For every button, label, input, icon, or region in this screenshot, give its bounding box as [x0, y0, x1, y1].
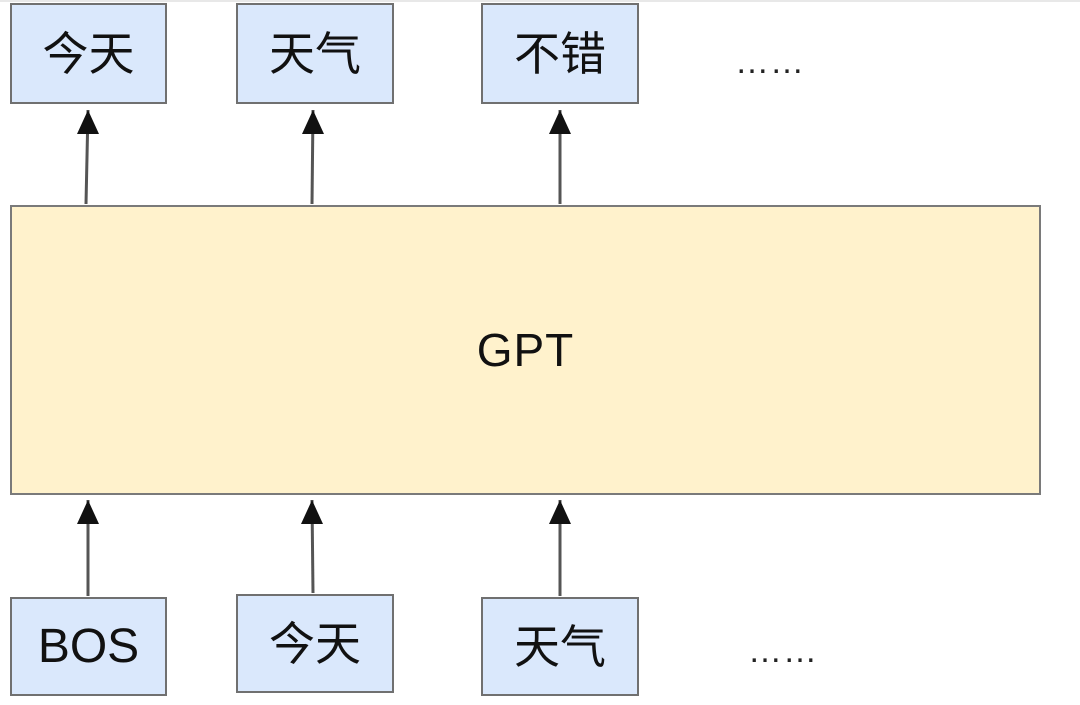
arrowhead-input-3 [549, 500, 571, 524]
output-token-2-label: 天气 [269, 26, 361, 81]
output-token-1: 今天 [10, 3, 167, 104]
output-token-3-label: 不错 [514, 26, 606, 81]
output-token-3: 不错 [481, 3, 639, 104]
input-continuation-ellipsis: …… [748, 632, 818, 670]
arrowhead-input-2 [301, 500, 323, 524]
gpt-model-block: GPT [10, 205, 1041, 495]
output-token-1-label: 今天 [42, 26, 135, 81]
input-token-3: 天气 [481, 597, 639, 696]
arrowhead-output-3 [549, 110, 571, 134]
output-continuation-ellipsis: …… [735, 43, 805, 81]
input-token-3-label: 天气 [514, 619, 606, 674]
output-token-2: 天气 [236, 3, 394, 104]
input-token-2-label: 今天 [269, 616, 361, 671]
arrowhead-output-2 [302, 110, 324, 134]
input-token-1: BOS [10, 597, 167, 696]
input-token-2: 今天 [236, 594, 394, 693]
arrowhead-input-1 [77, 500, 99, 524]
top-edge-rule [0, 0, 1080, 2]
arrowhead-output-1 [77, 110, 99, 134]
gpt-model-label: GPT [476, 324, 575, 376]
input-token-1-label: BOS [37, 619, 140, 673]
